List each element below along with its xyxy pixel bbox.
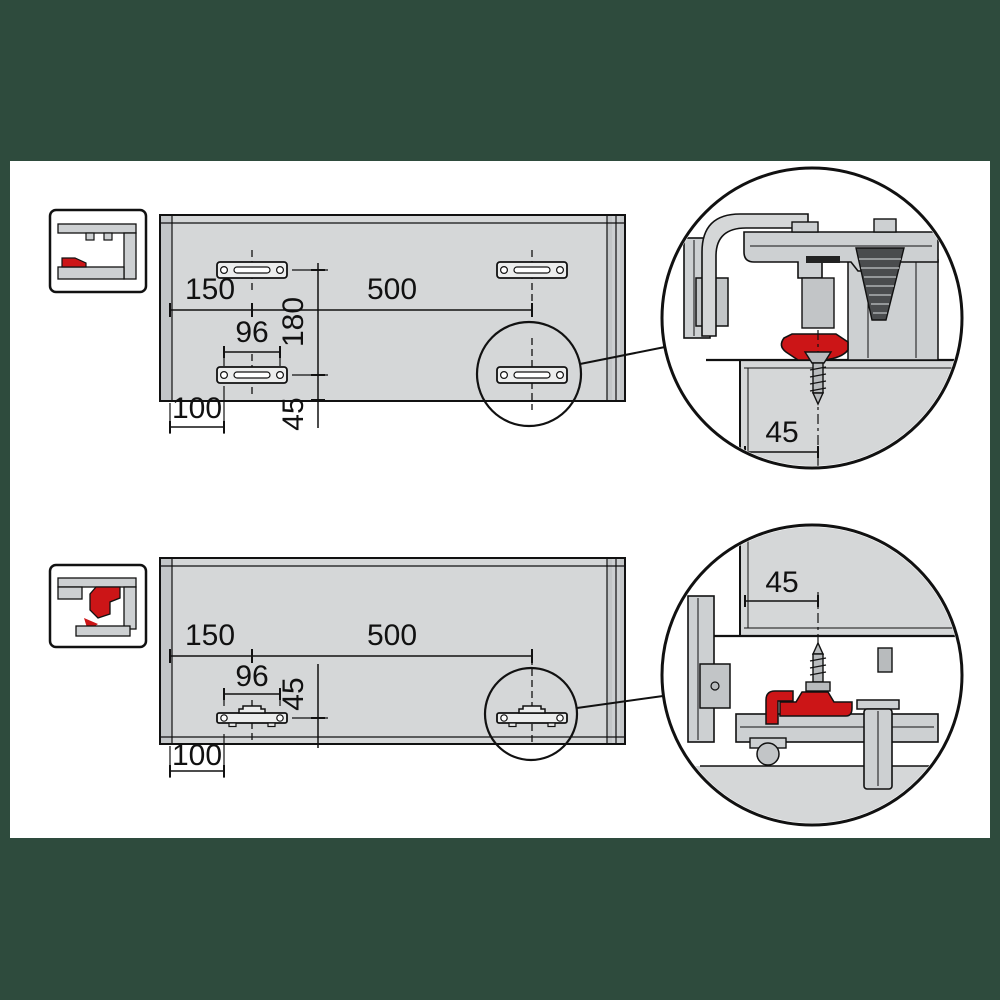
dim-label-96-top: 96 [235,316,268,349]
profile-icon-bottom [48,563,148,649]
mounting-plate [496,261,568,279]
dim-label-150-bottom: 150 [185,619,235,652]
ribbed-wedge [855,247,905,321]
callout-top [475,320,666,428]
dimensions-bottom: 150 500 96 45 100 [169,619,533,778]
dim-label-100-bottom: 100 [172,739,222,772]
dim-label-45-bottom: 45 [277,677,310,710]
screw [805,641,831,692]
mounting-plates-top [216,250,568,410]
seal-icon [61,257,87,268]
callout-bottom [483,666,664,762]
mounting-clips-bottom [216,658,568,742]
cabinet-leg [856,647,900,790]
roller-foot [756,742,780,766]
bottom-diagram: 150 500 96 45 100 [48,523,964,827]
clip-icon [89,586,121,619]
dim-label-500-top: 500 [367,273,417,306]
profile-icon-top [48,208,148,294]
dim-label-180-top: 180 [277,297,310,347]
detail-dim-45-bottom: 45 [765,566,798,599]
screw [803,351,833,406]
mounting-plate [496,366,568,384]
detail-dim-45-top: 45 [765,416,798,449]
dimensions-top: 150 500 96 180 45 100 [169,263,533,434]
dim-label-96-bottom: 96 [235,660,268,693]
dim-label-100-top: 100 [172,392,222,425]
fixing-clip [765,690,853,725]
dim-label-150-top: 150 [185,273,235,306]
detail-view-top: 45 [660,166,964,470]
dim-label-45-top: 45 [277,397,310,430]
dim-label-500-bottom: 500 [367,619,417,652]
mounting-plate [216,366,288,384]
top-diagram: 150 500 96 180 45 100 [48,166,964,470]
detail-view-bottom: 45 [660,523,964,827]
